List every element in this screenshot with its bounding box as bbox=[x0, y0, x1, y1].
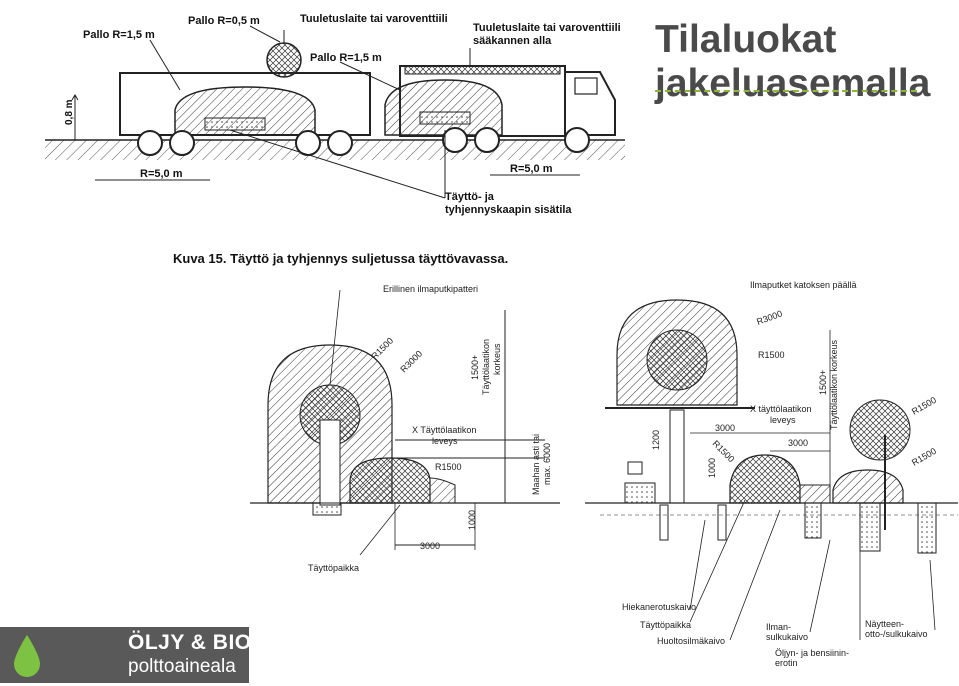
label-air-battery: Erillinen ilmaputkipatteri bbox=[383, 284, 478, 294]
label-r3000: R3000 bbox=[398, 349, 424, 375]
label-air-valve-1: Ilman- bbox=[766, 622, 791, 632]
label-box-width-1: X Täyttölaatikon bbox=[412, 425, 476, 435]
label-box-width-right-2: leveys bbox=[770, 415, 796, 425]
label-fill-point: Täyttöpaikka bbox=[308, 563, 359, 573]
label-cabinet-2: tyhjennyskaapin sisätila bbox=[445, 204, 572, 216]
truck-wheels bbox=[137, 127, 590, 156]
title-underline bbox=[655, 90, 917, 92]
label-vent-right-2: sääkannen alla bbox=[473, 35, 552, 47]
label-box-height-right-1: 1500+ bbox=[818, 370, 828, 395]
label-air-pipes-roof: Ilmaputket katoksen päällä bbox=[750, 280, 857, 290]
label-ground-2: max. 6000 bbox=[542, 443, 552, 485]
label-box-width-2: leveys bbox=[432, 436, 458, 446]
label-cabinet-1: Täyttö- ja bbox=[445, 191, 495, 203]
label-pallo-middle: Pallo R=1,5 m bbox=[310, 52, 382, 64]
label-r1500-top: R1500 bbox=[369, 336, 395, 362]
right-mid-zone bbox=[729, 454, 801, 504]
label-dim-3000: 3000 bbox=[420, 541, 440, 551]
label-r1500-low: R1500 bbox=[435, 462, 462, 472]
right-small-zone bbox=[832, 469, 904, 504]
right-roof-sphere bbox=[646, 329, 708, 391]
label-pallo-small: Pallo R=0,5 m bbox=[188, 15, 260, 27]
label-r5-left: R=5,0 m bbox=[140, 168, 183, 180]
slide-title: Tilaluokat jakeluasemalla bbox=[655, 18, 931, 105]
logo-line-1: ÖLJY & BIO bbox=[128, 631, 252, 654]
right-vent-sphere bbox=[849, 399, 911, 461]
label-sample-well-2: otto-/sulkukaivo bbox=[865, 629, 928, 639]
label-box-height-1: 1500+ bbox=[470, 355, 480, 380]
truck-figure: Pallo R=1,5 m Pallo R=0,5 m Tuuletuslait… bbox=[45, 13, 625, 266]
vent-sphere bbox=[266, 42, 302, 78]
oljy-bio-logo: ÖLJY & BIO polttoaineala bbox=[0, 627, 252, 683]
label-dim-1000: 1000 bbox=[467, 510, 477, 530]
label-ground-1: Maahan asti tai bbox=[531, 434, 541, 495]
label-r3000-right: R3000 bbox=[755, 308, 783, 326]
label-fill-point-right: Täyttöpaikka bbox=[640, 620, 691, 630]
label-dim-3000-a: 3000 bbox=[715, 423, 735, 433]
label-r5-right: R=5,0 m bbox=[510, 163, 553, 175]
left-small-zone bbox=[349, 457, 431, 504]
label-vent-right-1: Tuuletuslaite tai varoventtiili bbox=[473, 22, 621, 34]
label-oil-separator-2: erotin bbox=[775, 658, 798, 668]
label-dim-1200: 1200 bbox=[651, 430, 661, 450]
label-box-width-right-1: X täyttölaatikon bbox=[750, 404, 812, 414]
right-wells bbox=[804, 502, 937, 554]
figure-caption: Kuva 15. Täyttö ja tyhjennys suljetussa … bbox=[173, 251, 508, 266]
cabinet-left bbox=[204, 117, 266, 131]
label-sample-well-1: Näytteen- bbox=[865, 619, 904, 629]
label-pallo-left: Pallo R=1,5 m bbox=[83, 29, 155, 41]
right-section-diagram: Ilmaputket katoksen päällä R3000 R1500 1… bbox=[585, 280, 958, 668]
truck-hazard-zone bbox=[384, 79, 503, 136]
truck-cab bbox=[564, 71, 616, 136]
label-box-height-right-2: Täyttölaatikon korkeus bbox=[829, 339, 839, 430]
label-dim-1000-right: 1000 bbox=[707, 458, 717, 478]
label-r1500-top-right: R1500 bbox=[758, 350, 785, 360]
label-box-height-2: Täyttölaatikon bbox=[481, 339, 491, 395]
cabinet-right bbox=[419, 111, 471, 125]
label-service-well: Huoltosilmäkaivo bbox=[657, 636, 725, 646]
label-r1500-right-b: R1500 bbox=[910, 446, 938, 468]
label-sand-well: Hiekanerotuskaivo bbox=[622, 602, 696, 612]
label-height: 0,8 m bbox=[64, 99, 75, 125]
logo-line-2: polttoaineala bbox=[128, 656, 236, 677]
label-r1500-right-a: R1500 bbox=[910, 395, 938, 417]
label-vent-top: Tuuletuslaite tai varoventtiili bbox=[300, 13, 448, 25]
label-box-height-3: korkeus bbox=[492, 343, 502, 375]
left-section-diagram: Erillinen ilmaputkipatteri R1500 R3000 1… bbox=[250, 284, 560, 573]
label-air-valve-2: sulkukaivo bbox=[766, 632, 808, 642]
label-dim-3000-b: 3000 bbox=[788, 438, 808, 448]
oil-drop-icon bbox=[14, 635, 40, 677]
label-oil-separator-1: Öljyn- ja bensiinin- bbox=[775, 648, 849, 658]
